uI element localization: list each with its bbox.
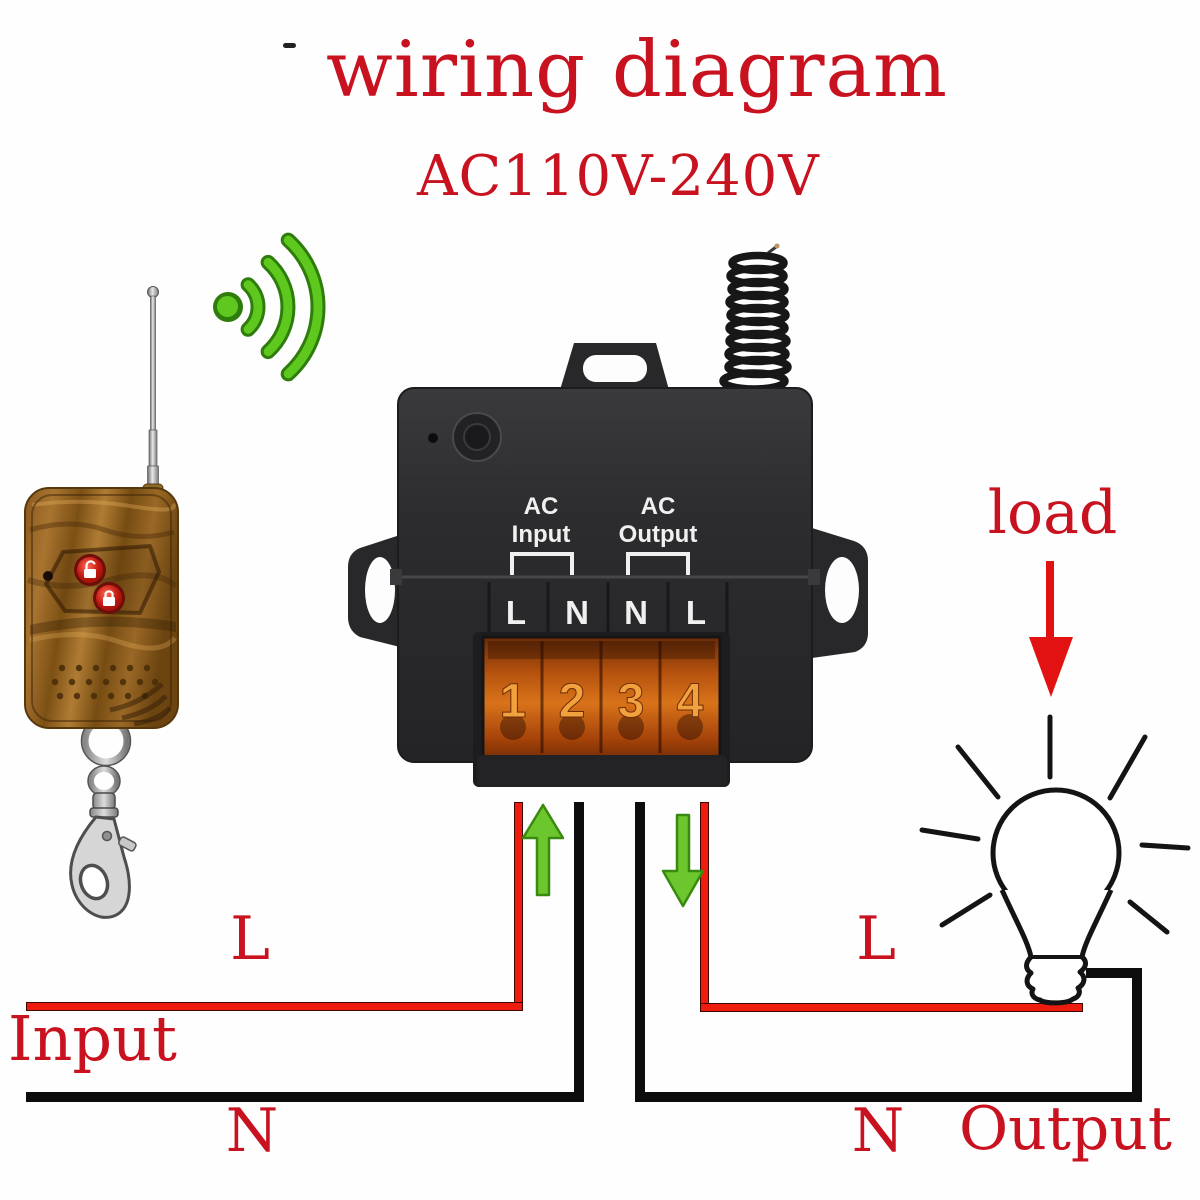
wire-output-live-horizontal: [700, 1003, 1083, 1012]
left-mounting-ear: [348, 535, 400, 647]
wire-output-neutral-horizontal: [635, 1092, 1142, 1102]
light-bulb: [919, 714, 1191, 1006]
output-neutral-label: N: [851, 1096, 905, 1166]
wire-input-neutral-horizontal: [26, 1092, 584, 1102]
wire-output-neutral-to-bulb: [1086, 968, 1142, 978]
terminal-label-2: N: [565, 594, 589, 631]
stray-dash-mark: [283, 43, 296, 48]
wire-input-neutral-vertical: [574, 802, 584, 1098]
lock-button: [93, 582, 125, 614]
terminal-block: 1 2 3 4: [481, 635, 722, 759]
page-title: wiring diagram: [326, 25, 948, 115]
grip-ridges: [109, 682, 172, 727]
bulb-rays: [919, 714, 1191, 935]
speaker-grille: [51, 664, 159, 700]
wire-output-neutral-riser: [1132, 968, 1142, 1102]
body-seam: [30, 616, 176, 635]
terminal-number-2: 2: [559, 675, 586, 728]
rf-signal-arcs: [213, 232, 326, 382]
ac-input-label-line2: Input: [512, 521, 571, 548]
terminal-label-3: N: [624, 594, 648, 631]
terminal-number-4: 4: [677, 675, 704, 728]
remote-control: [24, 286, 179, 919]
terminal-screws: [500, 714, 703, 740]
load-arrow-icon: [1029, 561, 1073, 697]
receiver-module: AC Input AC Output L N N L: [348, 243, 868, 787]
led-hole: [428, 433, 438, 443]
terminal-block-lip: [477, 755, 727, 787]
terminal-grooves: [487, 582, 729, 635]
keychain-clasp: [69, 765, 137, 919]
load-label: load: [987, 478, 1118, 548]
right-mounting-ear: [812, 528, 868, 658]
telescopic-antenna: [142, 286, 164, 499]
ac-input-label-line1: AC: [524, 493, 559, 520]
led-indicator: [43, 571, 53, 581]
learn-button: [452, 412, 502, 462]
input-live-label: L: [230, 904, 270, 974]
input-bracket: [510, 552, 574, 575]
lock-icon: [103, 590, 115, 606]
terminal-label-4: L: [686, 594, 706, 631]
mounting-tab: [560, 343, 669, 390]
unlock-icon: [84, 560, 96, 578]
input-neutral-label: N: [225, 1096, 279, 1166]
left-seam-notch: [390, 569, 402, 585]
bulb-base: [999, 888, 1114, 1006]
input-label: Input: [8, 1002, 177, 1075]
unlock-button: [74, 554, 106, 586]
voltage-subtitle: AC110V-240V: [417, 144, 820, 209]
rf-signal-icon: [213, 232, 326, 382]
ac-output-label-line1: AC: [641, 493, 676, 520]
wire-input-live-horizontal: [26, 1002, 523, 1011]
flow-down-arrow-icon: [661, 813, 705, 908]
terminal-number-1: 1: [500, 675, 527, 728]
terminal-number-3: 3: [618, 675, 645, 728]
ac-output-label-line2: Output: [619, 521, 698, 548]
output-live-label: L: [856, 904, 896, 974]
output-label: Output: [958, 1094, 1173, 1164]
wire-output-neutral-vertical: [635, 802, 645, 1098]
right-seam-notch: [808, 569, 820, 585]
flow-up-arrow-icon: [521, 803, 565, 897]
output-bracket: [626, 552, 690, 575]
terminal-label-1: L: [506, 594, 526, 631]
spring-antenna: [719, 243, 792, 393]
